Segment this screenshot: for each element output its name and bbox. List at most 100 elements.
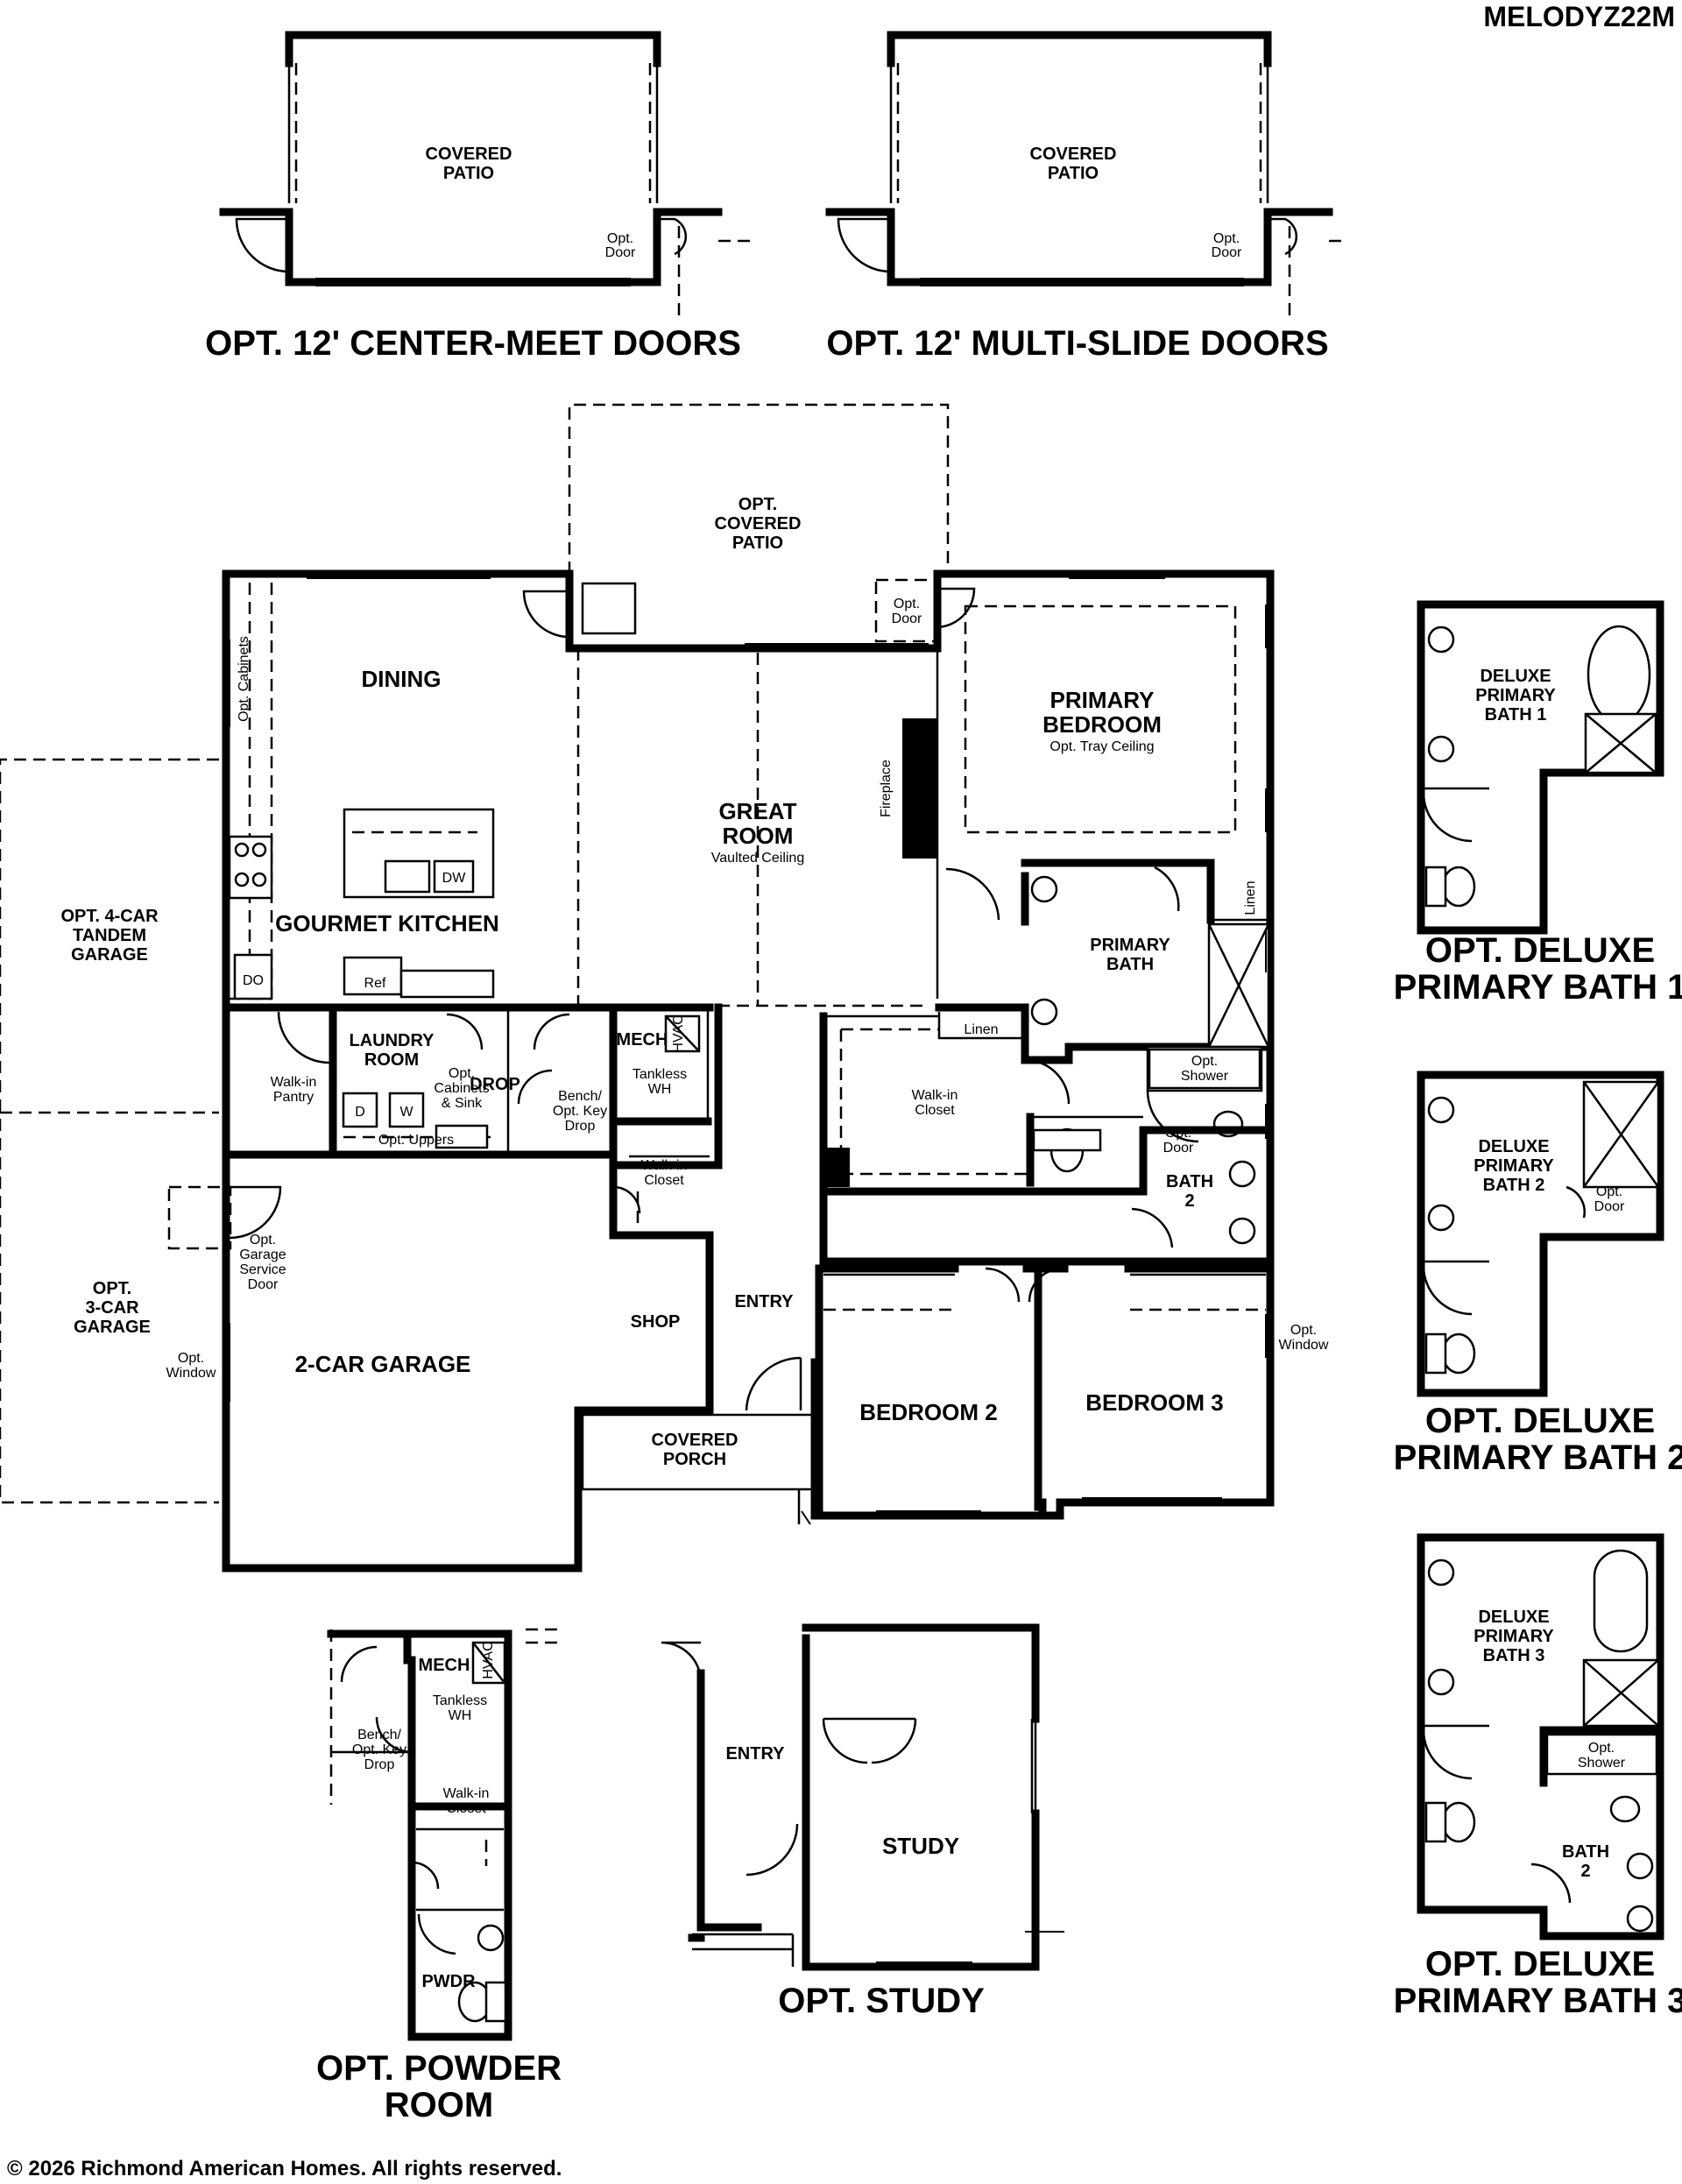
bedroom-window-line2: Window bbox=[1279, 1338, 1329, 1353]
garage-service-line4: Door bbox=[248, 1277, 279, 1292]
tandem-garage-line2: TANDEM bbox=[73, 926, 146, 945]
powder-closet-line2: Closet bbox=[446, 1801, 486, 1816]
laundry-cabinets-line2: Cabinets bbox=[434, 1081, 489, 1096]
garage-service-line1: Opt. bbox=[250, 1233, 276, 1247]
bench-line1: Bench/ bbox=[558, 1089, 602, 1104]
gourmet-kitchen-label: GOURMET KITCHEN bbox=[275, 910, 499, 937]
garage-service-line2: Garage bbox=[239, 1247, 286, 1262]
deluxe2-title-line1: OPT. DELUXE bbox=[1425, 1402, 1655, 1440]
tankless-line2: WH bbox=[648, 1082, 672, 1097]
bedroom-2-label: BEDROOM 2 bbox=[859, 1399, 997, 1425]
deluxe1-label-line2: PRIMARY bbox=[1475, 686, 1556, 705]
deluxe3-bath2-line2: 2 bbox=[1580, 1862, 1590, 1881]
deluxe1-label-line3: BATH 1 bbox=[1485, 705, 1547, 724]
deluxe3-label-line1: DELUXE bbox=[1478, 1608, 1549, 1627]
walkin-pantry-line1: Walk-in bbox=[271, 1075, 317, 1090]
bath2-line1: BATH bbox=[1166, 1172, 1213, 1191]
three-car-line2: 3-CAR bbox=[85, 1298, 139, 1318]
great-room-line2: ROOM bbox=[723, 823, 794, 849]
opt-shower-line2: Shower bbox=[1181, 1069, 1229, 1084]
opt-door-bath-line1: Opt. bbox=[1165, 1126, 1191, 1141]
main-floor-plan: OPT. COVERED PATIO Opt. Door DINING Opt.… bbox=[0, 403, 1329, 1573]
deluxe3-shower-line1: Opt. bbox=[1588, 1741, 1615, 1756]
option-study: ENTRY STUDY OPT. STUDY bbox=[661, 1623, 1064, 2020]
dryer-label: D bbox=[355, 1105, 365, 1120]
powder-wh-line2: WH bbox=[449, 1708, 472, 1723]
walkin-pantry-line2: Pantry bbox=[273, 1090, 314, 1105]
drop-label: DROP bbox=[470, 1075, 520, 1094]
multi-slide-patio-line2: PATIO bbox=[1048, 164, 1099, 183]
study-title: OPT. STUDY bbox=[778, 1982, 985, 2020]
primary-closet-line1: Walk-in bbox=[912, 1088, 958, 1103]
multi-slide-door-line2: Door bbox=[1212, 245, 1242, 260]
primary-bath-line1: PRIMARY bbox=[1090, 936, 1170, 955]
laundry-cabinets-line1: Opt. bbox=[449, 1066, 475, 1081]
tankless-line1: Tankless bbox=[633, 1067, 687, 1082]
deluxe3-title-line1: OPT. DELUXE bbox=[1425, 1945, 1655, 1983]
option-deluxe-bath-1: DELUXE PRIMARY BATH 1 OPT. DELUXE PRIMAR… bbox=[1394, 600, 1682, 1007]
study-room-label: STUDY bbox=[882, 1833, 959, 1859]
powder-hvac-label: HVAC bbox=[481, 1641, 496, 1679]
powder-bench-line1: Bench/ bbox=[357, 1728, 401, 1742]
plan-code: MELODYZ22M bbox=[1483, 1, 1675, 32]
dining-label: DINING bbox=[362, 666, 442, 692]
opt-cabinets-label: Opt. Cabinets bbox=[237, 636, 251, 722]
deluxe2-label-line2: PRIMARY bbox=[1474, 1156, 1554, 1176]
tray-ceiling-label: Opt. Tray Ceiling bbox=[1049, 739, 1154, 754]
center-meet-door-line2: Door bbox=[605, 245, 636, 260]
great-room-line1: GREAT bbox=[718, 798, 796, 824]
shop-label: SHOP bbox=[631, 1312, 681, 1332]
primary-bath-line2: BATH bbox=[1106, 955, 1154, 974]
deluxe2-label-line3: BATH 2 bbox=[1483, 1176, 1545, 1195]
covered-porch-line2: PORCH bbox=[663, 1450, 726, 1469]
option-deluxe-bath-3: DELUXE PRIMARY BATH 3 Opt. Shower BATH 2… bbox=[1394, 1533, 1682, 2020]
deluxe3-shower-line2: Shower bbox=[1578, 1756, 1626, 1771]
deluxe2-door-line2: Door bbox=[1594, 1199, 1625, 1214]
covered-porch-line1: COVERED bbox=[652, 1431, 739, 1450]
option-center-meet-doors: COVERED PATIO Opt. Door OPT. 12' CENTER-… bbox=[205, 31, 753, 363]
bath2-line2: 2 bbox=[1184, 1191, 1194, 1211]
powder-title-line2: ROOM bbox=[385, 2086, 493, 2124]
deluxe2-title-line2: PRIMARY BATH 2 bbox=[1394, 1438, 1682, 1477]
vaulted-ceiling-label: Vaulted Ceiling bbox=[711, 851, 804, 866]
deluxe2-label-line1: DELUXE bbox=[1478, 1137, 1549, 1156]
three-car-line3: GARAGE bbox=[74, 1318, 151, 1337]
mech-label: MECH bbox=[617, 1030, 668, 1050]
center-meet-patio-line1: COVERED bbox=[426, 145, 512, 164]
deluxe3-title-line2: PRIMARY BATH 3 bbox=[1394, 1982, 1682, 2020]
powder-bench-line3: Drop bbox=[364, 1757, 395, 1772]
primary-bedroom-line1: PRIMARY bbox=[1050, 687, 1155, 713]
entry-label: ENTRY bbox=[734, 1292, 794, 1311]
copyright-notice: © 2026 Richmond American Homes. All righ… bbox=[7, 2157, 562, 2180]
opt-uppers-label: Opt. Uppers bbox=[378, 1133, 454, 1148]
multi-slide-title: OPT. 12' MULTI-SLIDE DOORS bbox=[826, 324, 1328, 363]
opt-door-patio-line1: Opt. bbox=[894, 597, 920, 611]
option-multi-slide-doors: COVERED PATIO Opt. Door OPT. 12' MULTI-S… bbox=[825, 31, 1346, 363]
walkin-closet-line1: Walk-in bbox=[641, 1158, 688, 1173]
deluxe1-title-line2: PRIMARY BATH 1 bbox=[1394, 968, 1682, 1007]
garage-service-line3: Service bbox=[239, 1262, 286, 1277]
powder-pwdr-label: PWDR bbox=[421, 1972, 476, 1991]
opt-shower-line1: Opt. bbox=[1191, 1054, 1218, 1069]
garage-window-line1: Opt. bbox=[178, 1351, 204, 1366]
powder-mech-label: MECH bbox=[419, 1656, 470, 1675]
opt-door-patio-line2: Door bbox=[892, 611, 922, 626]
powder-title-line1: OPT. POWDER bbox=[316, 2049, 562, 2088]
bedroom-3-label: BEDROOM 3 bbox=[1085, 1389, 1223, 1416]
multi-slide-patio-line1: COVERED bbox=[1030, 145, 1117, 164]
deluxe3-bath2-line1: BATH bbox=[1562, 1842, 1609, 1862]
bedroom-window-line1: Opt. bbox=[1290, 1323, 1317, 1338]
center-meet-door-line1: Opt. bbox=[607, 231, 633, 246]
bench-line2: Opt. Key bbox=[553, 1104, 607, 1119]
laundry-line1: LAUNDRY bbox=[349, 1031, 435, 1050]
laundry-cabinets-line3: & Sink bbox=[442, 1096, 483, 1111]
deluxe2-door-line1: Opt. bbox=[1596, 1184, 1622, 1199]
powder-bench-line2: Opt. Key bbox=[352, 1742, 406, 1757]
option-powder-room: MECH HVAC Tankless WH Bench/ Opt. Key Dr… bbox=[316, 1628, 562, 2124]
garage-window-line2: Window bbox=[166, 1366, 216, 1381]
opt-door-bath-line2: Door bbox=[1163, 1141, 1194, 1156]
deluxe1-title-line1: OPT. DELUXE bbox=[1425, 931, 1655, 970]
multi-slide-door-line1: Opt. bbox=[1213, 231, 1240, 246]
two-car-garage-label: 2-CAR GARAGE bbox=[295, 1351, 471, 1377]
